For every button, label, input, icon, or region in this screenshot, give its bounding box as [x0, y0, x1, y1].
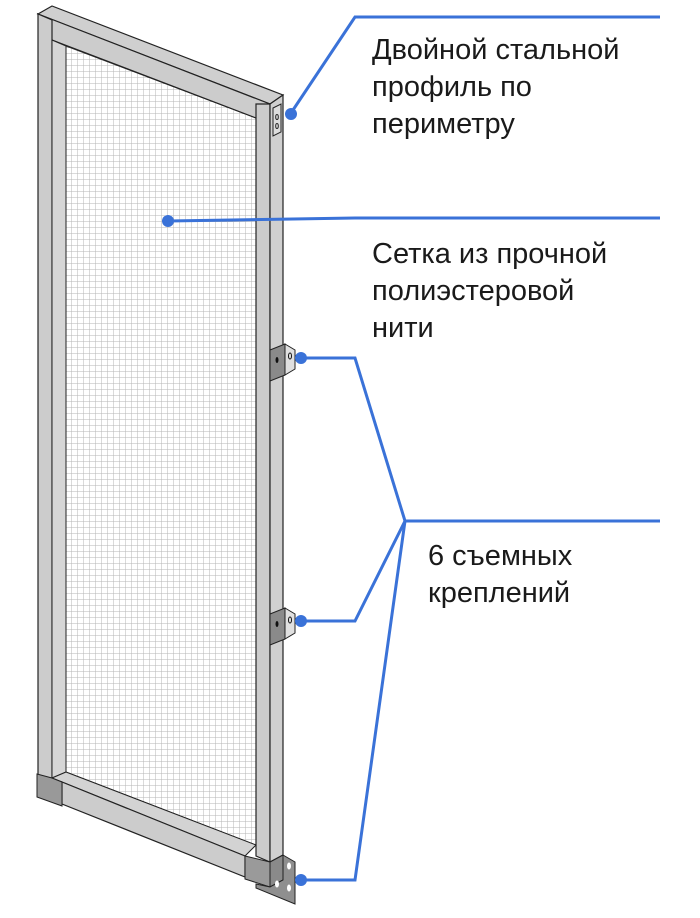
bracket — [269, 343, 296, 382]
label-line: Двойной стальной — [372, 34, 620, 66]
bottom-bracket — [255, 854, 296, 905]
label-line: 6 съемных — [428, 540, 573, 572]
corner-block — [36, 773, 63, 807]
callout-label-profile: Двойной стальной профиль по периметру — [372, 32, 619, 143]
callout-line-mount-3 — [300, 520, 407, 882]
callout-line-mount-1 — [300, 356, 660, 523]
right-post — [255, 103, 271, 863]
callout-dot — [295, 874, 307, 886]
callout-label-mesh: Сетка из прочной полиэстеровой нити — [372, 236, 607, 347]
callout-dot — [162, 215, 174, 227]
callout-dot — [295, 615, 307, 627]
callout-line-mesh — [167, 216, 660, 223]
left-post — [37, 13, 53, 791]
label-line: профиль по — [372, 71, 532, 103]
mesh-net — [65, 45, 257, 846]
label-line: полиэстеровой — [372, 275, 575, 307]
callout-line-profile — [289, 15, 660, 114]
callout-label-mounts: 6 съемных креплений — [428, 538, 572, 612]
callout-dot — [295, 352, 307, 364]
label-line: креплений — [428, 577, 571, 609]
label-line: нити — [372, 312, 434, 344]
callout-dot — [285, 108, 297, 120]
callout-lines — [167, 15, 660, 882]
callout-line-mount-2 — [300, 520, 407, 623]
label-line: периметру — [372, 108, 515, 140]
corner-block — [244, 855, 271, 888]
bracket — [269, 607, 296, 646]
label-line: Сетка из прочной — [372, 238, 608, 270]
